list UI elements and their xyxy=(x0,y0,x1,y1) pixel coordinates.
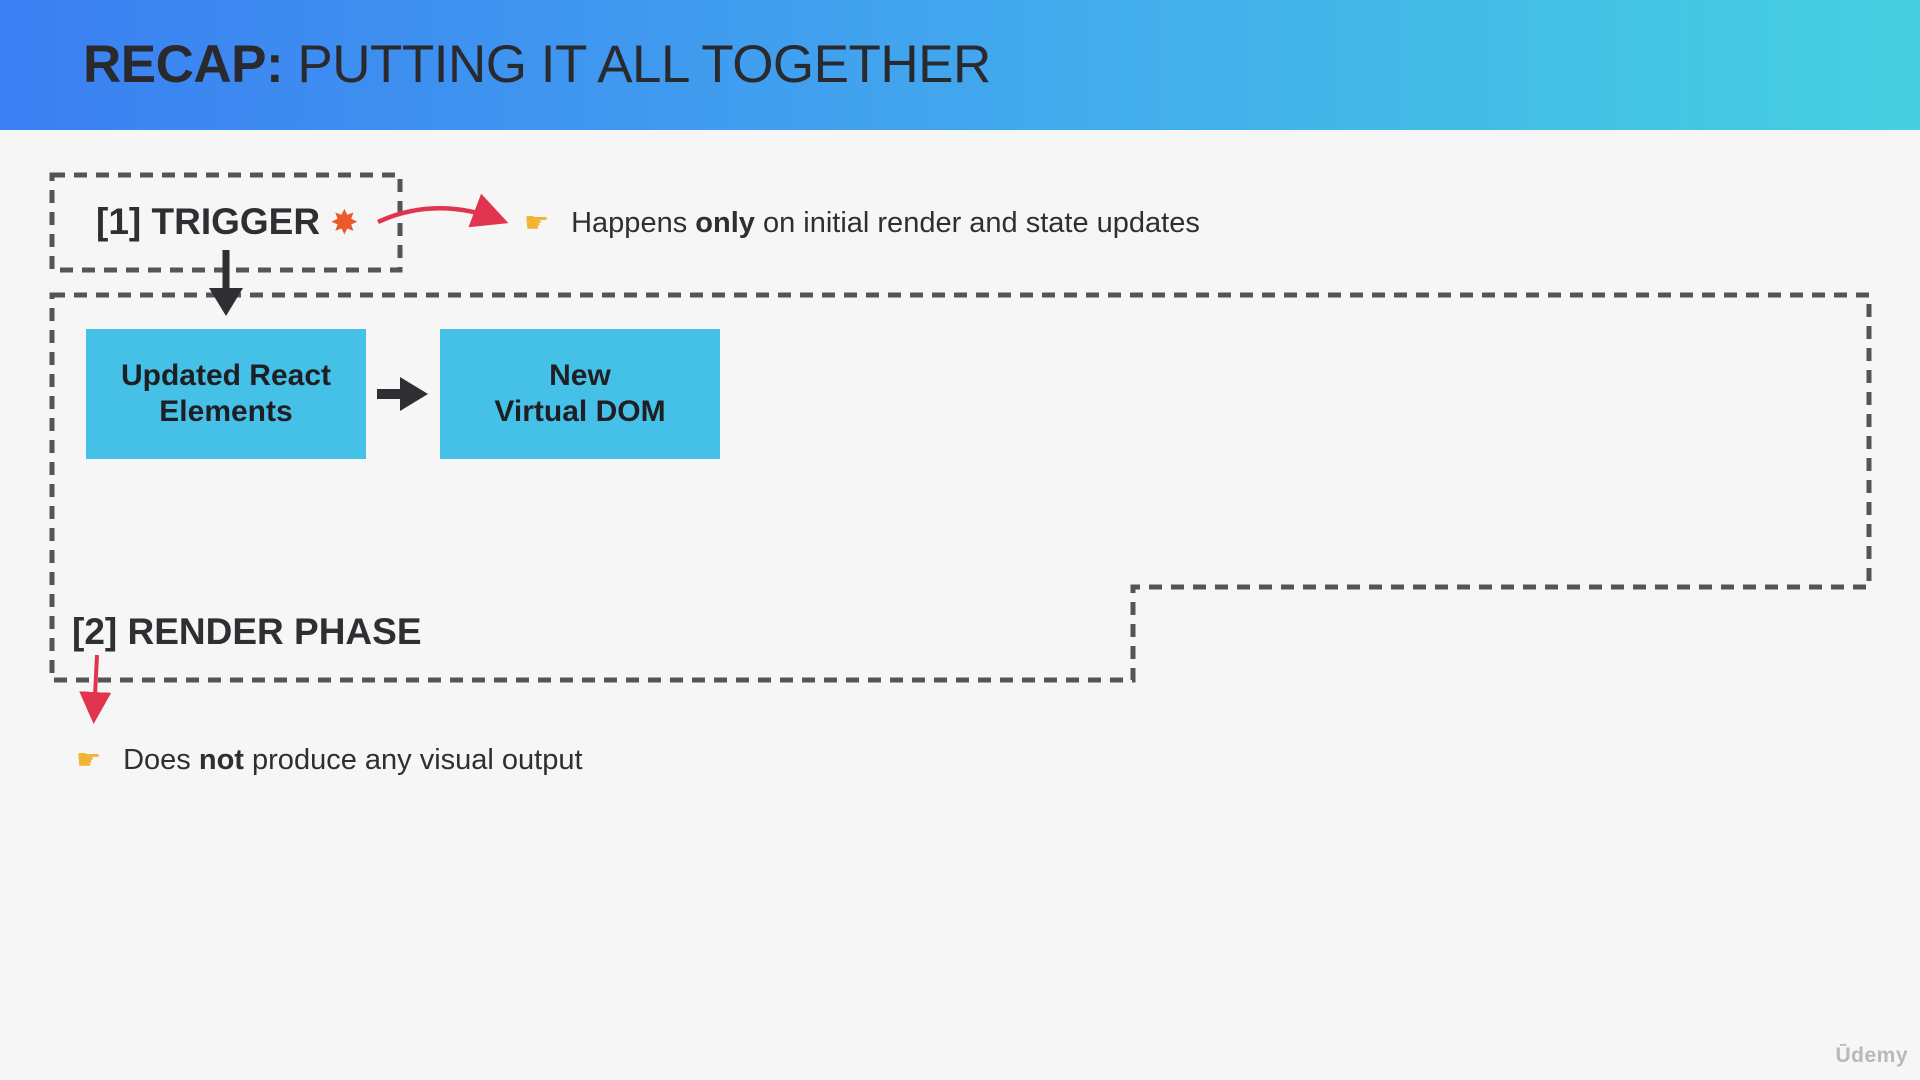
box-line: New xyxy=(549,359,611,392)
trigger-note-post: on initial render and state updates xyxy=(754,207,1200,239)
trigger-label-text: [1] TRIGGER xyxy=(96,201,321,242)
title-rest: PUTTING IT ALL TOGETHER xyxy=(297,35,991,94)
updated-react-elements-box[interactable]: Updated React Elements xyxy=(86,329,366,459)
render-phase-note: ☛ Does not produce any visual output xyxy=(76,743,583,777)
page-title: RECAP: PUTTING IT ALL TOGETHER xyxy=(83,34,991,96)
render-note-arrow xyxy=(79,654,112,724)
new-virtual-dom-box[interactable]: New Virtual DOM xyxy=(440,329,720,459)
trigger-label: [1] TRIGGER✸ xyxy=(96,200,359,245)
trigger-down-arrow xyxy=(209,250,243,316)
pointing-hand-icon: ☛ xyxy=(76,744,102,775)
header-banner xyxy=(0,0,1920,130)
box-line: Elements xyxy=(159,395,293,428)
title-bold: RECAP: xyxy=(83,35,284,94)
udemy-watermark: Ūdemy xyxy=(1835,1044,1908,1067)
pointing-hand-icon: ☛ xyxy=(524,207,550,238)
render-phase-dashed-frame xyxy=(49,292,1872,683)
box-line: Virtual DOM xyxy=(494,395,666,428)
trigger-note-arrow xyxy=(377,193,509,228)
render-note-bold: not xyxy=(198,744,244,776)
render-note-pre: Does xyxy=(123,744,199,776)
render-note-post: produce any visual output xyxy=(243,744,583,776)
render-phase-label: [2] RENDER PHASE xyxy=(72,611,422,652)
trigger-note-bold: only xyxy=(695,207,755,239)
trigger-note-pre: Happens xyxy=(571,207,696,239)
collision-icon: ✸ xyxy=(330,204,359,242)
box-connector-arrow xyxy=(377,377,428,411)
box-line: Updated React xyxy=(120,359,332,392)
trigger-note: ☛ Happens only on initial render and stat… xyxy=(524,206,1200,240)
